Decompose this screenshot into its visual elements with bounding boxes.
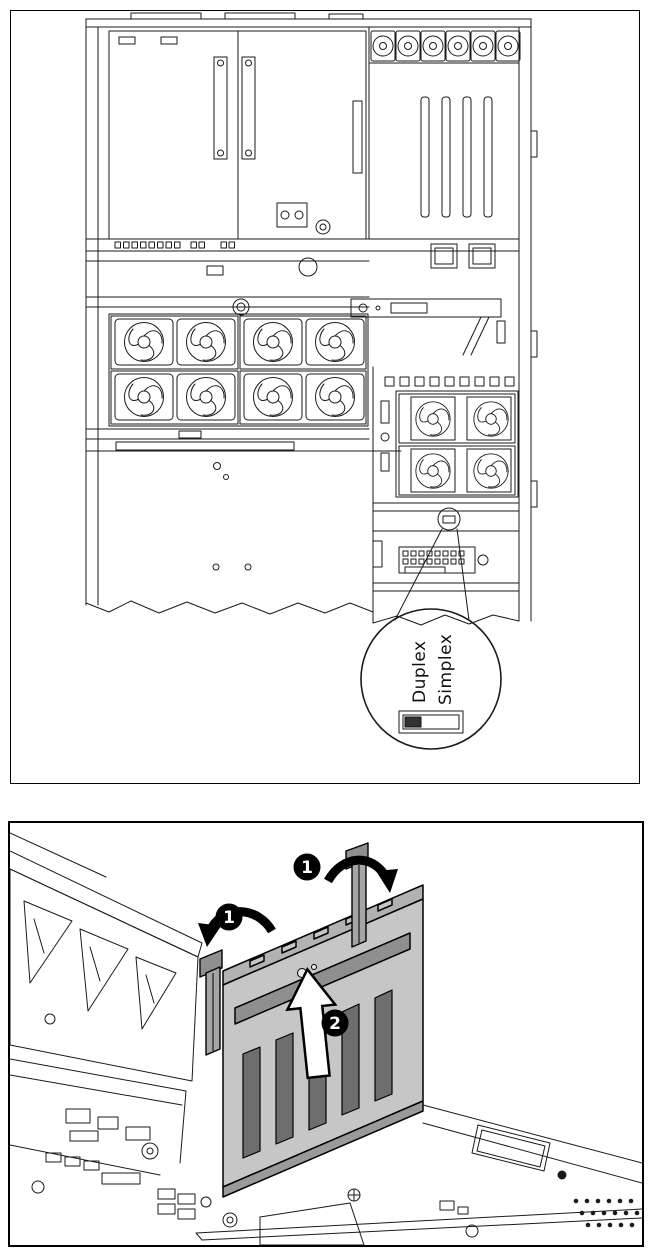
figure-chassis-top-view: Duplex Simplex bbox=[10, 10, 640, 784]
backplane-removal-drawing: 1 1 2 bbox=[10, 832, 642, 1245]
step-badges: 1 1 2 bbox=[215, 853, 349, 1037]
callout-leader-lines bbox=[394, 528, 470, 621]
badge-step1-right: 1 bbox=[293, 853, 321, 881]
callout-circle bbox=[360, 608, 502, 750]
chassis-frame bbox=[85, 12, 538, 622]
switch-board bbox=[372, 502, 520, 592]
simplex-label: Simplex bbox=[436, 634, 456, 705]
midplane-band bbox=[85, 238, 520, 277]
rotate-arrow-right-head bbox=[376, 869, 398, 893]
switch-slider bbox=[404, 716, 422, 728]
rear-fan-row bbox=[368, 30, 521, 64]
badge-step1-left-number: 1 bbox=[223, 908, 235, 928]
chassis-floor-right bbox=[347, 1104, 642, 1238]
lower-left-board bbox=[85, 428, 402, 571]
drive-fan-cage bbox=[372, 366, 519, 624]
switch-callout: Duplex Simplex bbox=[360, 608, 502, 750]
latch-left bbox=[199, 949, 223, 1056]
air-baffle-panels bbox=[108, 30, 367, 240]
rotate-arrow-left-head bbox=[198, 923, 221, 947]
chassis-floor-left bbox=[10, 1058, 238, 1228]
duplex-simplex-switch bbox=[398, 710, 464, 734]
figure-backplane-removal: 1 1 2 bbox=[8, 821, 644, 1247]
badge-step2-number: 2 bbox=[329, 1014, 341, 1034]
fan-module-grid bbox=[108, 313, 369, 427]
lift-arrow bbox=[285, 966, 338, 1080]
badge-step2: 2 bbox=[321, 1009, 349, 1037]
switch-highlight-circle bbox=[437, 507, 461, 531]
duplex-label: Duplex bbox=[410, 640, 430, 703]
expansion-slot-area bbox=[352, 96, 493, 218]
badge-step1-left: 1 bbox=[215, 903, 243, 931]
chassis-top-view-drawing: Duplex Simplex bbox=[85, 12, 538, 750]
center-bracket bbox=[85, 296, 506, 356]
front-rail bbox=[195, 1202, 642, 1245]
chassis-side-wall bbox=[10, 832, 203, 1082]
backplane-connector-bar bbox=[234, 932, 411, 1025]
badge-step1-right-number: 1 bbox=[301, 858, 313, 878]
